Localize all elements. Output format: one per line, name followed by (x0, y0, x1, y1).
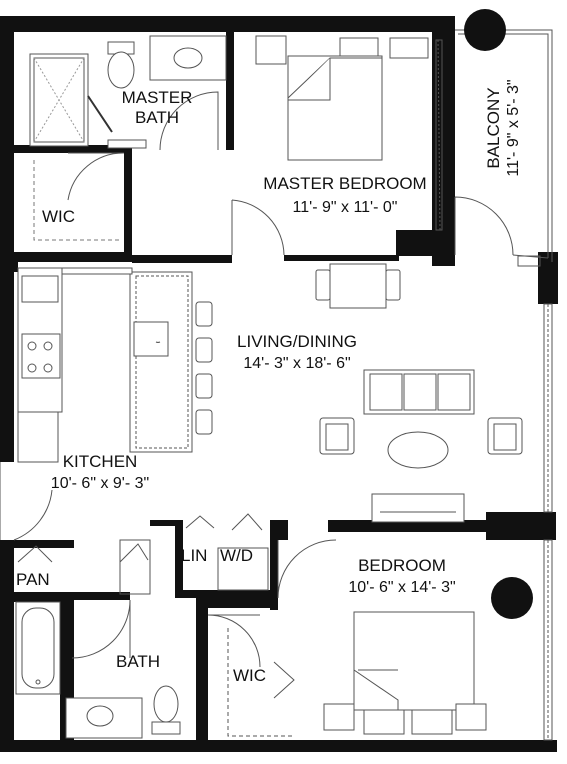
tv-console (371, 493, 465, 523)
column-bottom (491, 577, 533, 619)
master-bedroom-label: MASTER BEDROOM 11'- 9" x 11'- 0" (240, 174, 450, 218)
stove (21, 333, 61, 379)
linen-label: LIN (181, 546, 207, 566)
pantry-name: PAN (16, 570, 50, 589)
island-sink (133, 321, 169, 357)
master-bed (255, 35, 429, 161)
living-furniture (319, 369, 523, 523)
kitchen-dims: 10'- 6" x 9'- 3" (50, 475, 150, 492)
kitchen-label: KITCHEN 10'- 6" x 9'- 3" (30, 452, 170, 494)
fridge (17, 411, 59, 463)
living-dining-dims: 14'- 3" x 18'- 6" (243, 355, 351, 372)
linen-name: LIN (181, 546, 208, 565)
master-wic-label: WIC (42, 207, 75, 227)
sink (173, 47, 203, 69)
dining-table (315, 263, 401, 309)
living-dining-name: LIVING/DINING (237, 332, 357, 351)
bath-sink (86, 705, 114, 727)
master-bath-label: MASTER BATH (110, 88, 204, 128)
laundry-label: W/D (220, 546, 253, 566)
master-wic-name: WIC (42, 207, 76, 226)
windows (435, 39, 553, 741)
master-bath-fixtures (29, 35, 227, 149)
toilet-bowl (107, 51, 135, 89)
balcony-dims: 11'- 9" x 5'- 3" (505, 79, 522, 177)
living-dining-label: LIVING/DINING 14'- 3" x 18'- 6" (212, 332, 382, 374)
kitchen-fixtures (17, 267, 213, 463)
balcony-name: BALCONY (484, 87, 503, 169)
interior-walls (14, 32, 488, 748)
column-top (464, 9, 506, 51)
master-wic-shelves (33, 160, 120, 241)
closets (17, 513, 295, 737)
laundry-name: W/D (220, 546, 254, 565)
bedroom-wic-label: WIC (233, 666, 266, 686)
bath-name: BATH (116, 652, 161, 671)
master-bath-line2: BATH (134, 108, 180, 127)
bedroom-name: BEDROOM (358, 556, 446, 575)
bedroom-label: BEDROOM 10'- 6" x 14'- 3" (322, 556, 482, 598)
bedroom-bed (323, 611, 487, 735)
coffee-table (387, 431, 449, 469)
bath-fixtures (15, 601, 181, 739)
master-bedroom-name: MASTER BEDROOM (263, 174, 427, 193)
doors (0, 91, 514, 668)
master-bedroom-dims: 11'- 9" x 11'- 0" (292, 199, 398, 216)
bedroom-dims: 10'- 6" x 14'- 3" (348, 579, 456, 596)
kitchen-name: KITCHEN (62, 452, 138, 471)
bedroom-wic-name: WIC (233, 666, 267, 685)
bath-label: BATH (116, 652, 160, 672)
balcony-label: BALCONY 11'- 9" x 5'- 3" (484, 48, 524, 208)
master-bath-line1: MASTER (121, 88, 193, 107)
exterior-walls (0, 16, 558, 752)
pantry-label: PAN (16, 570, 50, 590)
